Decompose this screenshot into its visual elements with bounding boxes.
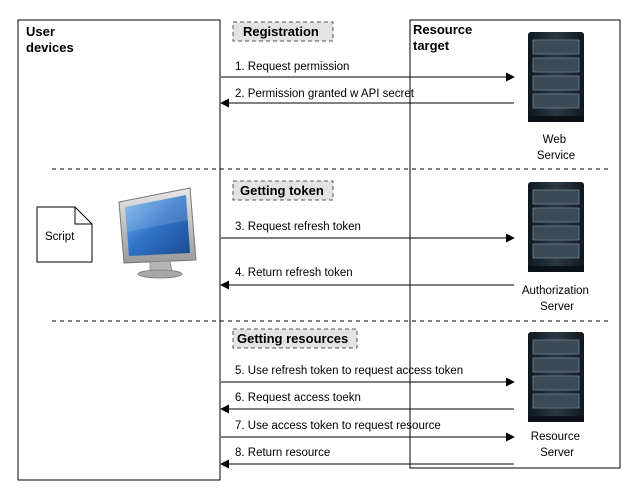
message-label: 7. Use access token to request resource xyxy=(235,420,441,432)
message-2: 2. Permission granted w API secret xyxy=(220,88,514,108)
message-3: 3. Request refresh token xyxy=(221,221,515,243)
message-label: 8. Return resource xyxy=(235,447,330,459)
script-document-icon: Script xyxy=(36,206,93,263)
user-devices-title: User devices xyxy=(26,24,74,55)
message-1: 1. Request permission xyxy=(221,61,515,82)
user-devices-column xyxy=(17,19,221,481)
phase-title-getting-token: Getting token xyxy=(240,183,324,198)
message-label: 5. Use refresh token to request access t… xyxy=(235,365,463,377)
message-label: 3. Request refresh token xyxy=(235,221,361,233)
phase-getting-token: Getting token xyxy=(232,180,334,201)
phase-registration: Registration xyxy=(232,21,334,42)
message-label: 2. Permission granted w API secret xyxy=(235,88,415,100)
server-label-resource-server: Resource Server xyxy=(531,431,583,459)
server-icon xyxy=(528,182,584,272)
message-4: 4. Return refresh token xyxy=(220,267,514,290)
phase-title-registration: Registration xyxy=(243,24,319,39)
server-label-web-service: Web Service xyxy=(537,134,575,162)
server-icon xyxy=(528,32,584,122)
script-label: Script xyxy=(45,231,75,243)
message-7: 7. Use access token to request resource xyxy=(221,420,515,442)
server-icon xyxy=(528,332,584,422)
message-8: 8. Return resource xyxy=(220,447,514,469)
message-label: 6. Request access toekn xyxy=(235,392,361,404)
resource-target-title: Resource target xyxy=(413,22,476,53)
monitor-icon xyxy=(118,187,197,279)
server-label-authorization-server: Authorization Server xyxy=(522,285,592,313)
message-6: 6. Request access toekn xyxy=(220,392,514,414)
phase-title-getting-resources: Getting resources xyxy=(237,331,348,346)
message-5: 5. Use refresh token to request access t… xyxy=(221,365,515,387)
message-label: 4. Return refresh token xyxy=(235,267,353,279)
message-label: 1. Request permission xyxy=(235,61,349,73)
phase-getting-resources: Getting resources xyxy=(232,328,358,349)
resource-target-column xyxy=(409,19,621,469)
